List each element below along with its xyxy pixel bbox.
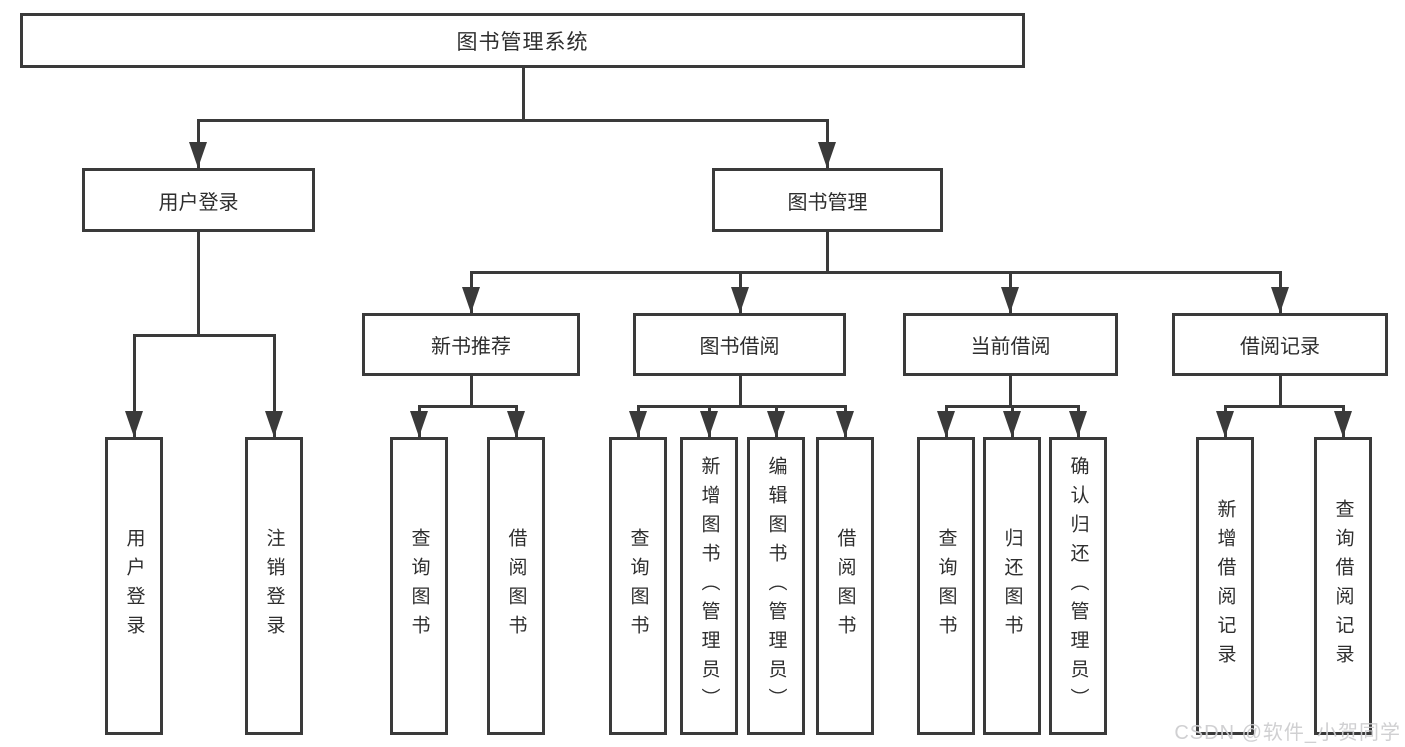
arrowhead-down-icon (1003, 411, 1021, 437)
node-borrowing-records: 借阅记录 (1172, 313, 1388, 376)
leaf-user-login: 用户登录 (105, 437, 163, 735)
arrowhead-down-icon (818, 142, 836, 168)
leaf-query-books: 查询图书 (609, 437, 667, 735)
node-user-login: 用户登录 (82, 168, 315, 232)
csdn-watermark: CSDN @软件_小贺同学 (1174, 722, 1401, 744)
connector-line (272, 334, 276, 437)
connector-line (469, 270, 1282, 274)
connector-line (132, 334, 136, 437)
connector-line (944, 404, 1080, 408)
arrowhead-down-icon (629, 411, 647, 437)
leaf-query-books: 查询图书 (917, 437, 975, 735)
connector-line (196, 232, 200, 336)
leaf-confirm-return-admin: 确认归还（管理员） (1049, 437, 1107, 735)
leaf-return-books: 归还图书 (983, 437, 1041, 735)
arrowhead-down-icon (189, 142, 207, 168)
leaf-borrow-books: 借阅图书 (816, 437, 874, 735)
arrowhead-down-icon (125, 411, 143, 437)
node-book-borrowing: 图书借阅 (633, 313, 846, 376)
arrowhead-down-icon (1271, 287, 1289, 313)
leaf-add-books-admin: 新增图书（管理员） (680, 437, 738, 735)
node-current-borrowing: 当前借阅 (903, 313, 1118, 376)
connector-line (417, 404, 518, 408)
connector-line (1223, 404, 1345, 408)
arrowhead-down-icon (1001, 287, 1019, 313)
arrowhead-down-icon (1334, 411, 1352, 437)
arrowhead-down-icon (507, 411, 525, 437)
leaf-query-borrow-record: 查询借阅记录 (1314, 437, 1372, 735)
connector-line (636, 404, 847, 408)
connector-line (738, 376, 742, 407)
connector-line (196, 118, 829, 122)
leaf-add-borrow-record: 新增借阅记录 (1196, 437, 1254, 735)
leaf-edit-books-admin: 编辑图书（管理员） (747, 437, 805, 735)
arrowhead-down-icon (410, 411, 428, 437)
arrowhead-down-icon (1069, 411, 1087, 437)
connector-line (132, 333, 276, 337)
arrowhead-down-icon (767, 411, 785, 437)
connector-line (1008, 376, 1012, 407)
node-new-book-recommendation: 新书推荐 (362, 313, 580, 376)
arrowhead-down-icon (731, 287, 749, 313)
connector-line (469, 376, 473, 407)
arrowhead-down-icon (462, 287, 480, 313)
leaf-logout: 注销登录 (245, 437, 303, 735)
connector-line (825, 232, 829, 273)
node-book-management: 图书管理 (712, 168, 943, 232)
leaf-borrow-books: 借阅图书 (487, 437, 545, 735)
leaf-query-books: 查询图书 (390, 437, 448, 735)
arrowhead-down-icon (937, 411, 955, 437)
connector-line (521, 68, 525, 121)
arrowhead-down-icon (265, 411, 283, 437)
node-library-management-system: 图书管理系统 (20, 13, 1025, 68)
arrowhead-down-icon (836, 411, 854, 437)
arrowhead-down-icon (1216, 411, 1234, 437)
connector-line (1278, 376, 1282, 407)
arrowhead-down-icon (700, 411, 718, 437)
